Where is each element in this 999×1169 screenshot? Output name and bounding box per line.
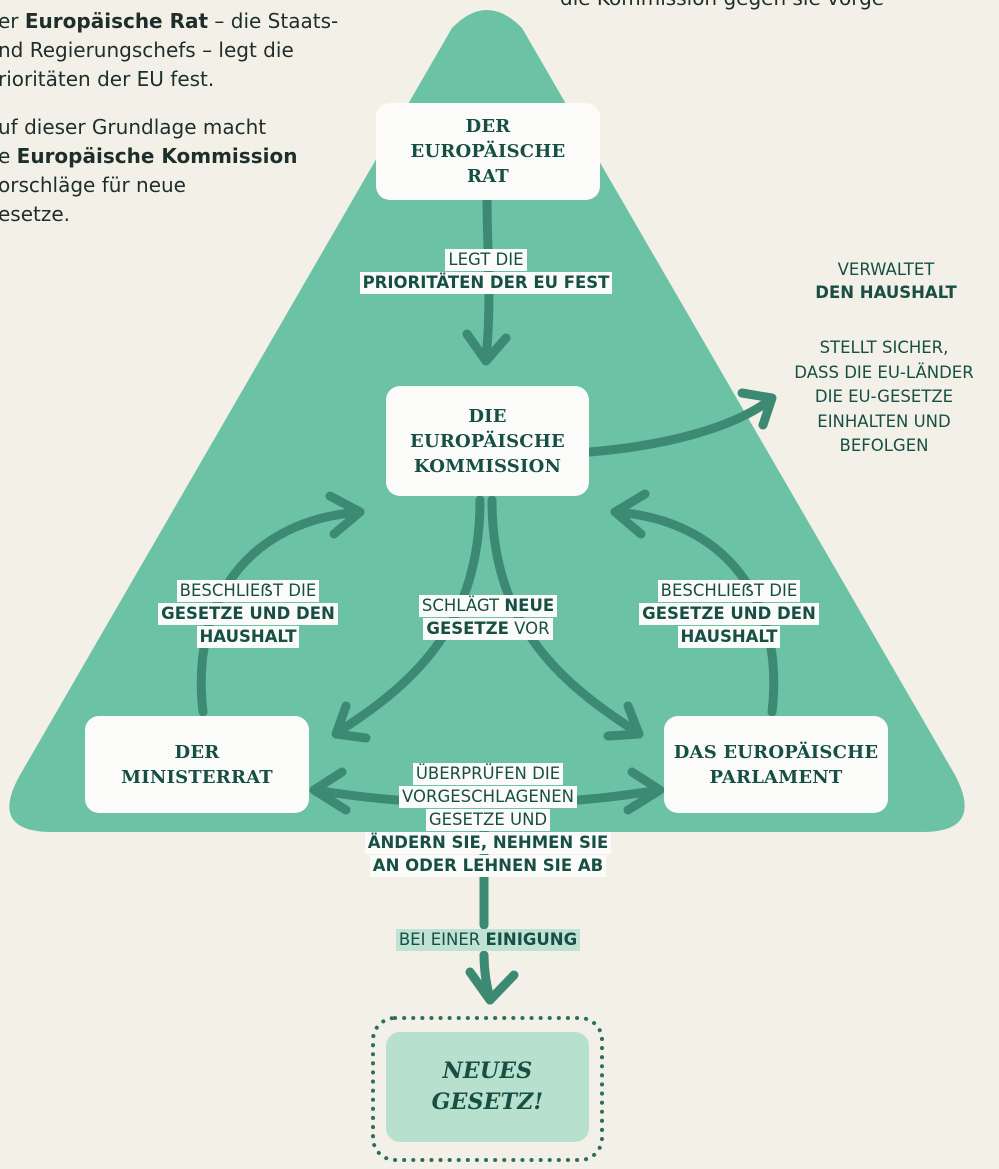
box-label: DER (174, 741, 220, 763)
arrow-kommission-to-parlament (487, 495, 644, 741)
intro-line: er (0, 9, 25, 33)
intro-line: e (0, 144, 11, 168)
arrow-kommission-to-ministerrat (331, 495, 485, 743)
intro-line: nd Regierungschefs – legt die (0, 38, 294, 62)
intro-bold: Europäische Rat (24, 9, 209, 33)
label-ueberpruefen: ÜBERPRÜFEN DIE VORGESCHLAGENEN GESETZE U… (356, 763, 620, 878)
label-line: GESETZE UND (425, 809, 551, 831)
intro-line: orschläge für neue (0, 173, 186, 197)
label-verwaltet-haushalt: VERWALTET DEN HAUSHALT (786, 259, 986, 305)
box-label: EUROPÄISCHE (410, 141, 566, 162)
arrow-ministerrat-to-kommission (196, 491, 365, 717)
intro-bold: Europäische Kommission (16, 144, 298, 168)
label-line: EINHALTEN UND (817, 411, 951, 431)
intro-line: die Kommission gegen sie vorge (560, 0, 884, 10)
label-line-bold: HAUSHALT (196, 626, 300, 648)
intro-line: – die Staats- (208, 9, 339, 33)
label-line: DIE EU-GESETZE (814, 387, 954, 406)
label-line: VORGESCHLAGENEN (399, 786, 577, 808)
box-label: MINISTERRAT (121, 766, 273, 788)
label-line-bold: AN ODER LEHNEN SIE AB (369, 855, 607, 877)
label-line: SCHLÄGT NEUE (418, 595, 558, 617)
neues-gesetz-frame (371, 1016, 604, 1162)
label-bold: GESETZE UND DEN (161, 604, 335, 623)
arrow-kommission-to-aufgaben (585, 388, 777, 457)
label-bold: GESETZE (426, 619, 509, 638)
box-label: RAT (467, 166, 509, 187)
box-label: EUROPÄISCHE (410, 430, 565, 452)
box-label: DIE (468, 405, 507, 427)
box-europaeische-kommission: DIE EUROPÄISCHE KOMMISSION (386, 386, 589, 496)
label-bold: DEN HAUSHALT (815, 283, 957, 302)
label-text: VOR (508, 619, 550, 638)
box-label: NEUES (442, 1058, 533, 1084)
intro-text-right: die Kommission gegen sie vorge (560, 0, 884, 13)
label-line-bold: DEN HAUSHALT (812, 282, 960, 304)
label-bold: HAUSHALT (680, 627, 778, 646)
label-line: BEI EINER EINIGUNG (395, 929, 581, 951)
label-line-bold: GESETZE UND DEN (639, 603, 819, 625)
label-line: GESETZE VOR (423, 618, 553, 640)
label-line: BEFOLGEN (839, 436, 929, 455)
label-legt-prioritaeten: LEGT DIE PRIORITÄTEN DER EU FEST (340, 249, 632, 295)
intro-line: esetze. (0, 202, 71, 226)
label-line: BESCHLIEẞT DIE (176, 580, 320, 602)
label-bold: PRIORITÄTEN DER EU FEST (362, 273, 610, 292)
intro-text: er Europäische Rat – die Staats- nd Regi… (0, 7, 338, 248)
box-label: GESETZ! (431, 1089, 544, 1115)
label-bei-einer-einigung: BEI EINER EINIGUNG (378, 929, 598, 952)
box-label: PARLAMENT (709, 766, 843, 788)
label-line: LEGT DIE (445, 249, 527, 271)
label-line: BESCHLIEẞT DIE (657, 580, 801, 602)
box-ministerrat: DER MINISTERRAT (85, 716, 309, 813)
label-line-bold: ÄNDERN SIE, NEHMEN SIE (364, 832, 612, 854)
box-label: KOMMISSION (413, 455, 562, 477)
label-line: STELLT SICHER, (819, 338, 949, 357)
label-beschliesst-parlament: BESCHLIEẞT DIE GESETZE UND DEN HAUSHALT (624, 580, 834, 649)
label-bold: ÄNDERN SIE, NEHMEN SIE (367, 833, 609, 852)
label-stellt-sicher: STELLT SICHER, DASS DIE EU-LÄNDER DIE EU… (758, 336, 999, 459)
box-label: DER (465, 116, 511, 137)
intro-line: rioritäten der EU fest. (0, 67, 215, 91)
label-text: SCHLÄGT (421, 596, 505, 615)
label-bold: NEUE (504, 596, 555, 615)
label-line: ÜBERPRÜFEN DIE (412, 763, 564, 785)
box-europaeischer-rat: DER EUROPÄISCHE RAT (376, 103, 600, 200)
label-text: BEI EINER (398, 930, 486, 949)
label-line-bold: PRIORITÄTEN DER EU FEST (359, 272, 613, 294)
label-bold: HAUSHALT (199, 627, 297, 646)
label-line: VERWALTET (834, 259, 938, 281)
label-schlaegt-neue-gesetze-vor: SCHLÄGT NEUE GESETZE VOR (400, 595, 576, 641)
box-label: DAS EUROPÄISCHE (673, 741, 879, 763)
arrow-parlament-to-kommission (610, 489, 779, 717)
label-beschliesst-ministerrat: BESCHLIEẞT DIE GESETZE UND DEN HAUSHALT (143, 580, 353, 649)
label-line: DASS DIE EU-LÄNDER (794, 362, 974, 382)
label-bold: AN ODER LEHNEN SIE AB (372, 856, 604, 875)
label-line-bold: GESETZE UND DEN (158, 603, 338, 625)
box-neues-gesetz: NEUES GESETZ! (386, 1032, 589, 1142)
intro-line: uf dieser Grundlage macht (0, 115, 267, 139)
box-europaeisches-parlament: DAS EUROPÄISCHE PARLAMENT (664, 716, 888, 813)
label-line-bold: HAUSHALT (677, 626, 781, 648)
label-bold: GESETZE UND DEN (642, 604, 816, 623)
label-bold: EINIGUNG (485, 930, 578, 949)
